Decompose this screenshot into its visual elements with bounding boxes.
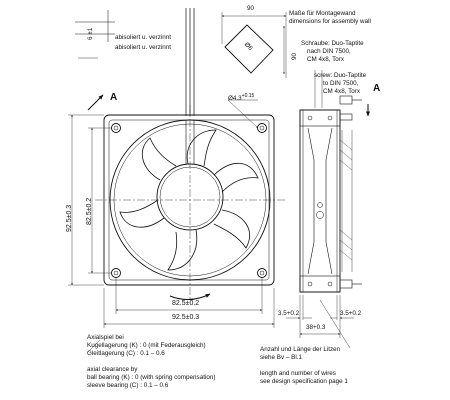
lead-wires	[75, 8, 195, 116]
screw-en-3: CM 4x8, Torx	[323, 88, 360, 95]
mounting-hole-tl	[111, 123, 121, 133]
screw-bottom	[339, 279, 362, 289]
screw-de-1: Schraube: Duo-Taptite	[301, 40, 364, 47]
wire-note-1: abisoliert u. verzinnt	[115, 34, 171, 41]
dim-depth: 38+0.3	[306, 324, 326, 331]
screw-en-2: to DIN 7500,	[323, 80, 359, 87]
axial-de-3: Gleitlagerung (C) : 0.1 – 0.6	[87, 350, 165, 357]
mount-title-en: dimensions for assembly wall	[289, 18, 371, 25]
axial-en-3: sleeve bearing (C) : 0.1 – 0.6	[87, 382, 169, 389]
axial-en-2: ball bearing (K) : 0 (with spring compen…	[87, 374, 216, 381]
mount-title-de: Maße für Montagewand	[289, 10, 356, 17]
view-label-left: A	[110, 92, 118, 103]
screw-de-3: CM 4x8, Torx	[307, 56, 344, 63]
dim-wall-width: 90	[247, 5, 255, 12]
dim-flange-left: 3.5+0.2	[278, 310, 300, 317]
dimension-lines	[68, 114, 354, 338]
axial-en-1: axial clearance by	[87, 366, 138, 373]
fan-front-view	[95, 105, 285, 300]
dim-pitch-vertical: 82.5±0.2	[86, 197, 93, 225]
view-arrow-left	[87, 94, 104, 111]
mounting-hole-bl	[111, 268, 121, 278]
wires-de-2: siehe Bv – Bl.1	[260, 354, 303, 361]
fan-side-view	[299, 70, 362, 293]
screw-top	[339, 95, 362, 121]
dim-hole-value: Ø4.3	[228, 95, 242, 103]
fan-blades	[119, 129, 259, 271]
view-label-right: A	[373, 83, 381, 94]
wires-en-1: length and number of wires	[260, 370, 336, 377]
wire-note-2: abisoliert u. verzinnt	[115, 44, 171, 51]
screw-de-2: nach DIN 7500,	[307, 48, 351, 55]
dim-hole-tolerance: +0.15	[241, 93, 255, 99]
wires-de-1: Anzahl und Länge der Litzen	[260, 346, 341, 353]
wires-en-2: see design specification page 1	[260, 378, 348, 385]
dim-wire-offset: 6 ±1	[87, 27, 94, 40]
axial-de-2: Kugellagerung (K) : 0 (mit Federausgleic…	[87, 342, 206, 349]
mounting-hole-tr	[257, 123, 267, 133]
mounting-cutout-detail	[221, 12, 287, 78]
dim-size-horizontal: 92.5±0.3	[172, 314, 200, 321]
dim-flange-right: 3.5+0.2	[340, 310, 362, 317]
mounting-hole-br	[257, 268, 267, 278]
screw-en-1: screw: Duo-Taptite	[314, 72, 367, 79]
dim-size-vertical: 92.5±0.3	[66, 204, 73, 232]
dim-pitch-horizontal: 82.5±0.2	[172, 300, 200, 307]
dim-wall-height: 90	[291, 52, 298, 60]
dim-hole: Ø4.3+0.15	[228, 93, 255, 103]
axial-de-1: Axialspiel bei	[87, 334, 124, 341]
